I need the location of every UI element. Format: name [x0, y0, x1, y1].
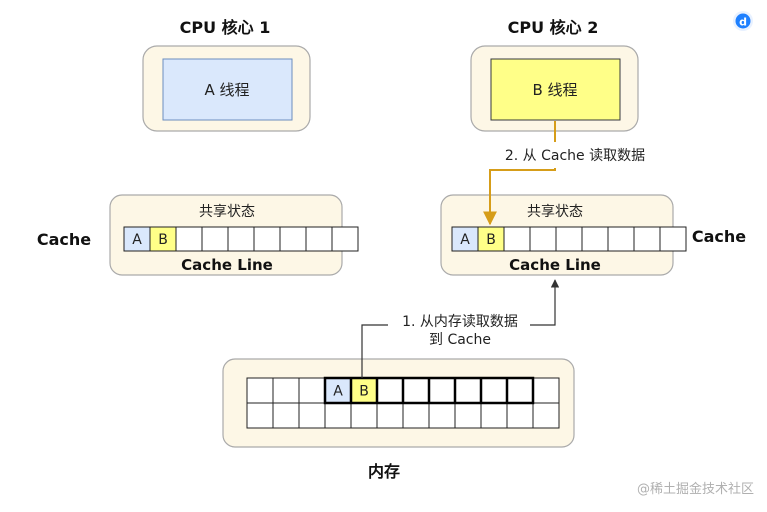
memory-cell-r0-c0: [246, 377, 274, 404]
cache-left-line-label: Cache Line: [181, 256, 273, 274]
memory-cell-r0-c9: [480, 377, 508, 404]
cache-right-side-label: Cache: [692, 227, 746, 246]
memory-cell-r1-c11: [532, 402, 560, 429]
memory-cell-r1-c2: [298, 402, 326, 429]
memory-cell-r1-c7: [428, 402, 456, 429]
cache-right-cell-label-B: B: [486, 232, 496, 248]
memory-cell-r1-c0: [246, 402, 274, 429]
memory-cell-r1-c5: [376, 402, 404, 429]
cache-right-line-label: Cache Line: [509, 256, 601, 274]
cache-left-cell-4: [227, 226, 255, 252]
memory-cell-r0-c11: [532, 377, 560, 404]
memory-cell-r0-c1: [272, 377, 300, 404]
cpu1-title: CPU 核心 1: [180, 18, 271, 37]
memory-cell-r1-c3: [324, 402, 352, 429]
cache-right-cell-8: [659, 226, 687, 252]
memory-cell-r1-c6: [402, 402, 430, 429]
memory-cell-r0-c3: [324, 377, 352, 404]
cache-right-cell-0: [451, 226, 479, 252]
memory-cell-r1-c10: [506, 402, 534, 429]
memory-cell-label-A: A: [333, 384, 343, 400]
cache-left-cell-6: [279, 226, 307, 252]
cache-right-shared-state: 共享状态: [527, 203, 583, 220]
memory-cell-r1-c1: [272, 402, 300, 429]
memory-cell-r0-c5: [376, 377, 404, 404]
step1-label-line2: 到 Cache: [429, 332, 491, 348]
cache-right-cell-6: [607, 226, 635, 252]
cache-right-cell-2: [503, 226, 531, 252]
memory-cell-r0-c7: [428, 377, 456, 404]
thread-b-label: B 线程: [532, 81, 577, 99]
memory-cell-r0-c2: [298, 377, 326, 404]
step2-label-bg: [490, 142, 660, 168]
thread-b-box: [490, 58, 621, 121]
cache-left-shared-state: 共享状态: [199, 203, 255, 220]
memory-label: 内存: [368, 462, 400, 481]
cache-left-cell-2: [175, 226, 203, 252]
cache-right-cell-label-A: A: [460, 232, 470, 248]
juejin-logo-icon: d: [733, 11, 753, 31]
step2-label: 2. 从 Cache 读取数据: [505, 147, 645, 164]
cache-left-cell-7: [305, 226, 333, 252]
step1-label-bg: [388, 310, 530, 350]
cache-right-cell-7: [633, 226, 661, 252]
svg-text:d: d: [739, 16, 747, 29]
memory-cell-r1-c4: [350, 402, 378, 429]
memory-cell-r1-c8: [454, 402, 482, 429]
cache-left-cell-8: [331, 226, 359, 252]
thread-a-box: [162, 58, 293, 121]
cache-left-cell-label-A: A: [132, 232, 142, 248]
cache-left-cell-3: [201, 226, 229, 252]
cache-right-cell-3: [529, 226, 557, 252]
memory-cell-r1-c9: [480, 402, 508, 429]
cache-left-cell-label-B: B: [158, 232, 168, 248]
step1-label-line1: 1. 从内存读取数据: [402, 313, 518, 330]
cache-right-cell-4: [555, 226, 583, 252]
cpu2-title: CPU 核心 2: [508, 18, 599, 37]
thread-a-label: A 线程: [204, 81, 249, 99]
cache-left-side-label: Cache: [37, 230, 91, 249]
memory-cell-r0-c6: [402, 377, 430, 404]
cache-right-cell-5: [581, 226, 609, 252]
memory-cell-r0-c8: [454, 377, 482, 404]
cache-right-cell-1: [477, 226, 505, 252]
memory-cell-label-B: B: [359, 384, 369, 400]
memory-cell-r0-c10: [506, 377, 534, 404]
cache-left-cell-5: [253, 226, 281, 252]
watermark: @稀土掘金技术社区: [637, 481, 754, 497]
